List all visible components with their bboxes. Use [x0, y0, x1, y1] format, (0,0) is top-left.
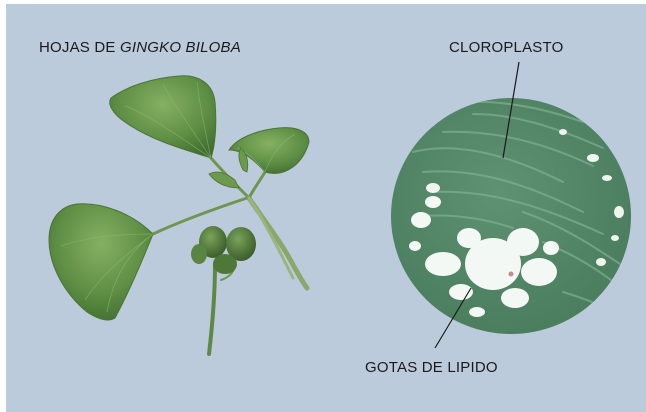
cell-micrograph	[391, 98, 631, 334]
chloroplast-label: CLOROPLASTO	[449, 39, 563, 56]
ginkgo-buds	[191, 226, 256, 274]
ginkgo-leaf-left	[49, 204, 153, 320]
title-species: GINGKO BILOBA	[120, 39, 241, 56]
lipid-droplets-label: GOTAS DE LIPIDO	[365, 359, 498, 376]
ginkgo-leaf-top	[110, 76, 216, 158]
title-prefix: HOJAS DE	[39, 39, 120, 56]
figure-title: HOJAS DE GINGKO BILOBA	[39, 39, 241, 56]
ginkgo-leaves-image	[49, 76, 309, 354]
illustration-canvas	[3, 2, 646, 412]
